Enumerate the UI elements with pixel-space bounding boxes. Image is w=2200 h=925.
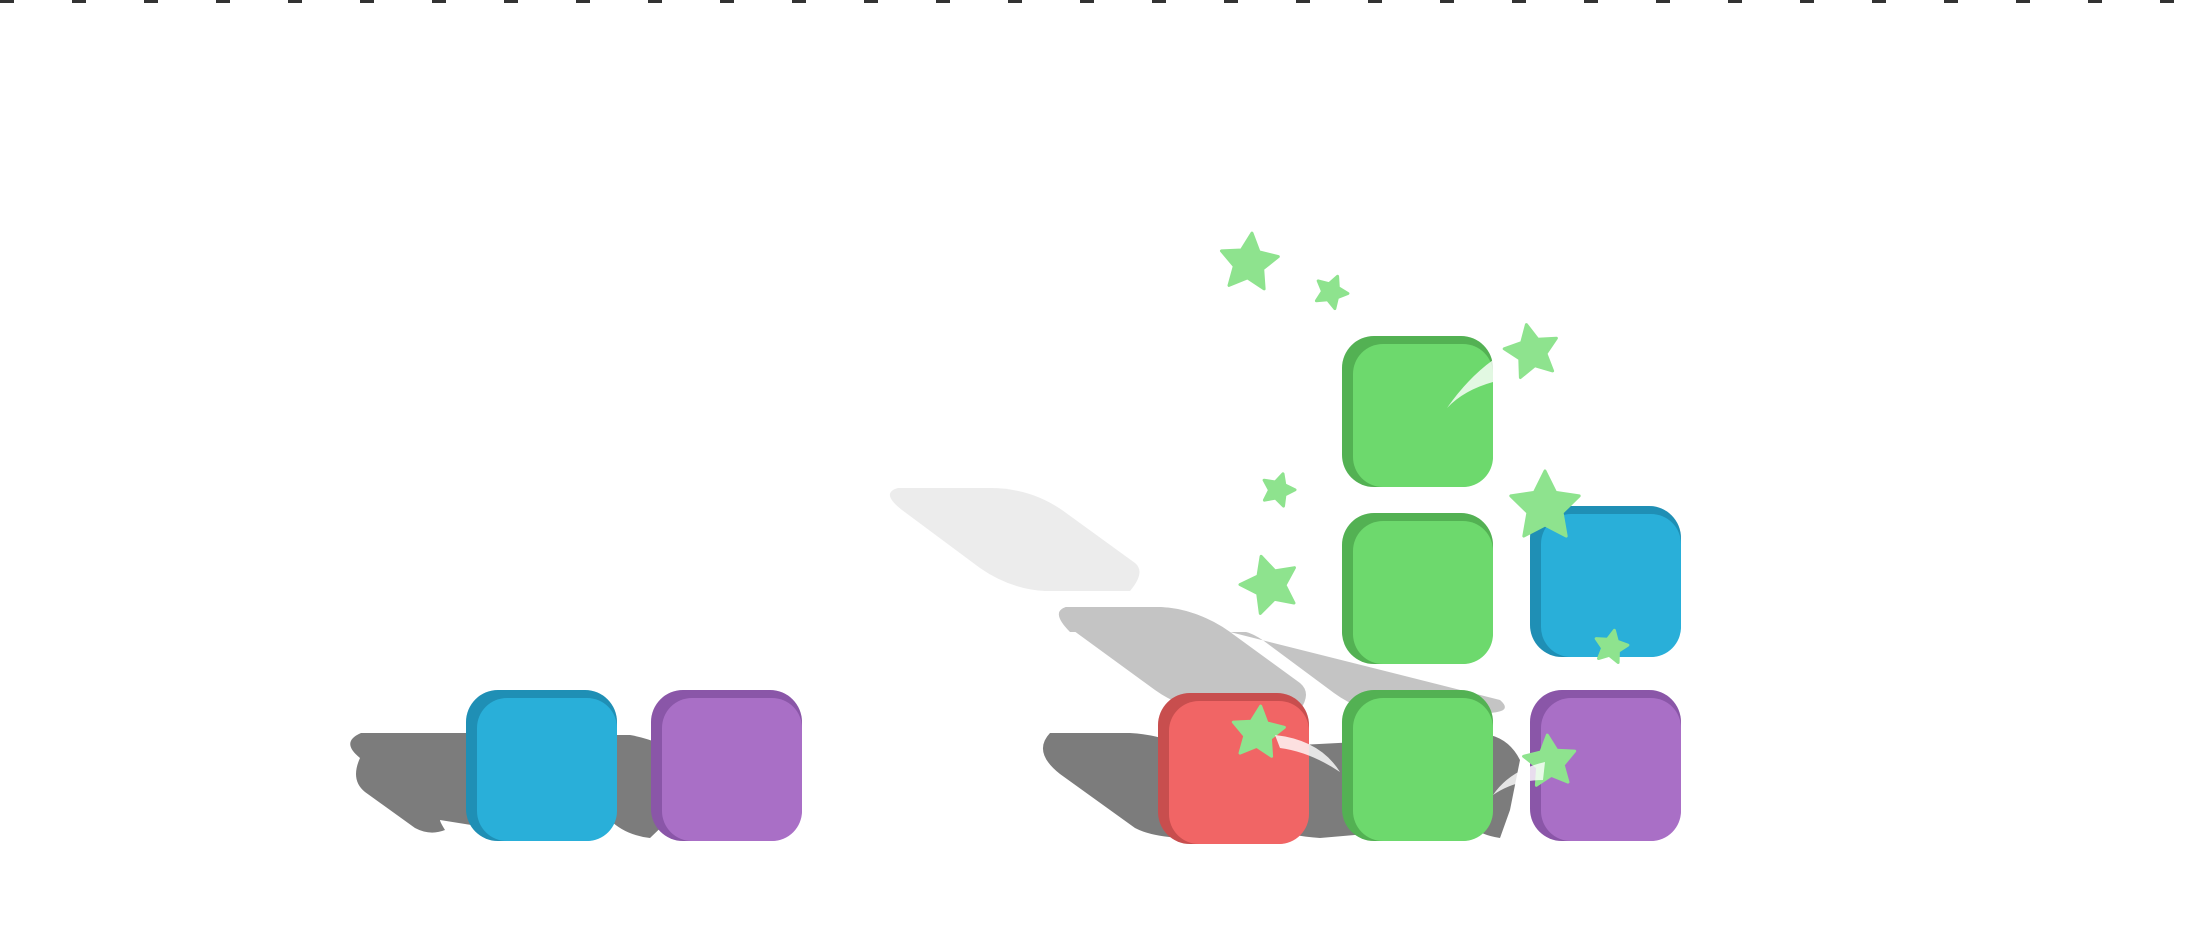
sparkle-star-icon — [1502, 323, 1558, 379]
sparkle-star-icon — [1594, 628, 1630, 664]
sparkle-star-icon — [1262, 472, 1297, 508]
block-red-bottom[interactable] — [1158, 693, 1309, 844]
sparkle-star-icon — [1238, 554, 1296, 615]
sparkle-star-icon — [1231, 704, 1286, 758]
shadow-green-middle — [1058, 607, 1505, 713]
match-effects — [1220, 231, 1630, 795]
motion-streak — [1447, 360, 1493, 408]
shadow-green-top — [1058, 607, 1306, 710]
sparkle-star-icon — [1220, 231, 1280, 291]
block-purple-left[interactable] — [651, 690, 802, 841]
block-blue-middle[interactable] — [1530, 506, 1681, 657]
block-face — [1541, 698, 1681, 841]
block-purple-bottom[interactable] — [1530, 690, 1681, 841]
block-green-top[interactable] — [1342, 336, 1493, 487]
block-blue-left[interactable] — [466, 690, 617, 841]
block-face — [1353, 521, 1493, 664]
shadow-hovering-block — [889, 488, 1140, 591]
block-green-middle[interactable] — [1342, 513, 1493, 664]
sparkle-star-icon — [1314, 274, 1350, 311]
block-green-bottom[interactable] — [1342, 690, 1493, 841]
block-face — [662, 698, 802, 841]
block-face — [1353, 344, 1493, 487]
motion-streak — [1493, 762, 1545, 795]
block-face — [477, 698, 617, 841]
motion-streak — [1275, 735, 1340, 772]
block-face — [1541, 514, 1681, 657]
sparkle-star-icon — [1522, 733, 1577, 787]
sparkle-star-icon — [1509, 469, 1581, 538]
block-face — [1353, 698, 1493, 841]
